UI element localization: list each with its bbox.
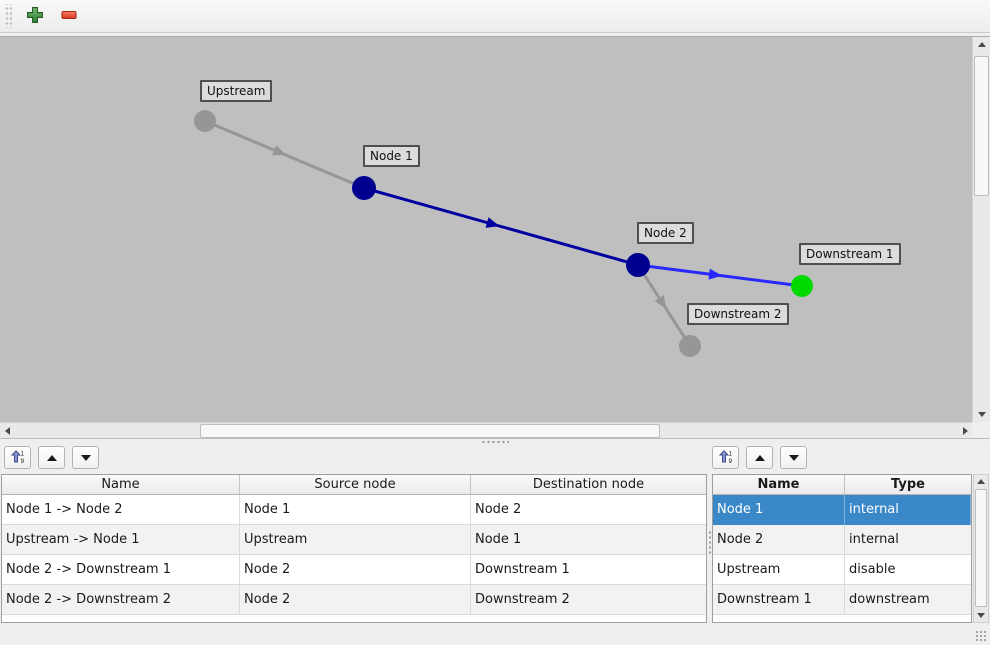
- vertical-scrollbar-thumb[interactable]: [975, 489, 987, 607]
- table-cell[interactable]: Node 1 -> Node 2: [2, 495, 240, 525]
- node-label[interactable]: Node 1: [363, 145, 420, 167]
- edge-arrow-icon: [708, 268, 723, 280]
- table-cell[interactable]: Upstream: [240, 525, 471, 555]
- nodes-move-up-button[interactable]: [746, 446, 773, 469]
- scroll-up-icon[interactable]: [974, 475, 988, 488]
- edge-arrow-icon: [485, 217, 500, 228]
- column-header[interactable]: Type: [891, 477, 925, 492]
- add-button[interactable]: [24, 4, 46, 29]
- column-header[interactable]: Source node: [240, 475, 471, 494]
- graph-edge[interactable]: [363, 186, 639, 267]
- column-header[interactable]: Name: [713, 475, 845, 494]
- graph-node[interactable]: [679, 335, 701, 357]
- table-cell[interactable]: Upstream: [713, 555, 845, 585]
- table-cell[interactable]: Downstream 2: [471, 585, 706, 615]
- table-cell[interactable]: Node 2: [240, 555, 471, 585]
- table-header-row: Name Type: [713, 475, 971, 495]
- splitter-handle-dots: [481, 440, 509, 444]
- scroll-up-icon[interactable]: [973, 37, 990, 52]
- table-cell[interactable]: Upstream -> Node 1: [2, 525, 240, 555]
- scroll-right-icon[interactable]: [958, 423, 972, 439]
- down-arrow-icon: [80, 454, 91, 461]
- edges-sort-button[interactable]: 1 9: [4, 446, 31, 469]
- edge-arrow-icon: [272, 145, 287, 156]
- horizontal-splitter[interactable]: [0, 438, 990, 445]
- table-cell[interactable]: Node 1: [240, 495, 471, 525]
- edges-move-down-button[interactable]: [72, 446, 99, 469]
- graph-node[interactable]: [791, 275, 813, 297]
- svg-text:9: 9: [21, 459, 25, 464]
- graph-node[interactable]: [194, 110, 216, 132]
- main-toolbar: [0, 0, 990, 33]
- window-resize-grip[interactable]: [975, 630, 987, 642]
- nodes-toolbar: 1 9: [712, 446, 807, 469]
- svg-text:9: 9: [729, 459, 733, 464]
- table-cell[interactable]: internal: [845, 525, 971, 555]
- nodes-move-down-button[interactable]: [780, 446, 807, 469]
- canvas-vertical-scrollbar[interactable]: [972, 37, 990, 422]
- table-cell[interactable]: Node 2: [713, 525, 845, 555]
- scroll-left-icon[interactable]: [0, 423, 14, 439]
- table-cell[interactable]: Node 2: [240, 585, 471, 615]
- table-cell[interactable]: Node 1: [713, 495, 845, 525]
- node-label[interactable]: Downstream 1: [799, 243, 901, 265]
- table-cell[interactable]: Node 2 -> Downstream 2: [2, 585, 240, 615]
- scroll-down-icon[interactable]: [973, 407, 990, 422]
- plus-icon: [26, 6, 44, 27]
- sort-ascending-icon: 1 9: [10, 449, 25, 467]
- scroll-down-icon[interactable]: [974, 609, 988, 622]
- node-label[interactable]: Upstream: [200, 80, 273, 102]
- nodes-sort-button[interactable]: 1 9: [712, 446, 739, 469]
- down-arrow-icon: [788, 454, 799, 461]
- svg-text:1: 1: [21, 451, 25, 457]
- splitter-handle-dots: [707, 530, 712, 556]
- minus-icon: [60, 6, 78, 27]
- table-cell[interactable]: Downstream 1: [471, 555, 706, 585]
- column-header[interactable]: Name: [2, 475, 240, 494]
- table-cell[interactable]: Downstream 1: [713, 585, 845, 615]
- node-label[interactable]: Node 2: [637, 222, 694, 244]
- table-cell[interactable]: Node 2 -> Downstream 1: [2, 555, 240, 585]
- table-cell[interactable]: Node 2: [471, 495, 706, 525]
- nodes-table-scrollbar[interactable]: [973, 474, 989, 623]
- table-cell[interactable]: internal: [845, 495, 971, 525]
- canvas-horizontal-scrollbar[interactable]: [0, 422, 972, 439]
- edge-arrow-icon: [654, 295, 667, 309]
- table-empty-area: [2, 615, 706, 622]
- sort-ascending-icon: 1 9: [718, 449, 733, 467]
- edges-toolbar: 1 9: [4, 446, 99, 469]
- table-cell[interactable]: disable: [845, 555, 971, 585]
- svg-text:1: 1: [729, 451, 733, 457]
- up-arrow-icon: [46, 454, 57, 461]
- table-empty-area: [713, 615, 971, 622]
- graph-node[interactable]: [352, 176, 376, 200]
- table-cell[interactable]: downstream: [845, 585, 971, 615]
- vertical-splitter[interactable]: [707, 474, 712, 622]
- horizontal-scrollbar-thumb[interactable]: [200, 424, 660, 438]
- column-header[interactable]: Destination node: [532, 477, 645, 492]
- graph-node[interactable]: [626, 253, 650, 277]
- edges-move-up-button[interactable]: [38, 446, 65, 469]
- node-label[interactable]: Downstream 2: [687, 303, 789, 325]
- table-cell[interactable]: Node 1: [471, 525, 706, 555]
- remove-button[interactable]: [58, 4, 80, 29]
- vertical-scrollbar-thumb[interactable]: [974, 56, 989, 196]
- up-arrow-icon: [754, 454, 765, 461]
- toolbar-drag-handle[interactable]: [4, 4, 12, 28]
